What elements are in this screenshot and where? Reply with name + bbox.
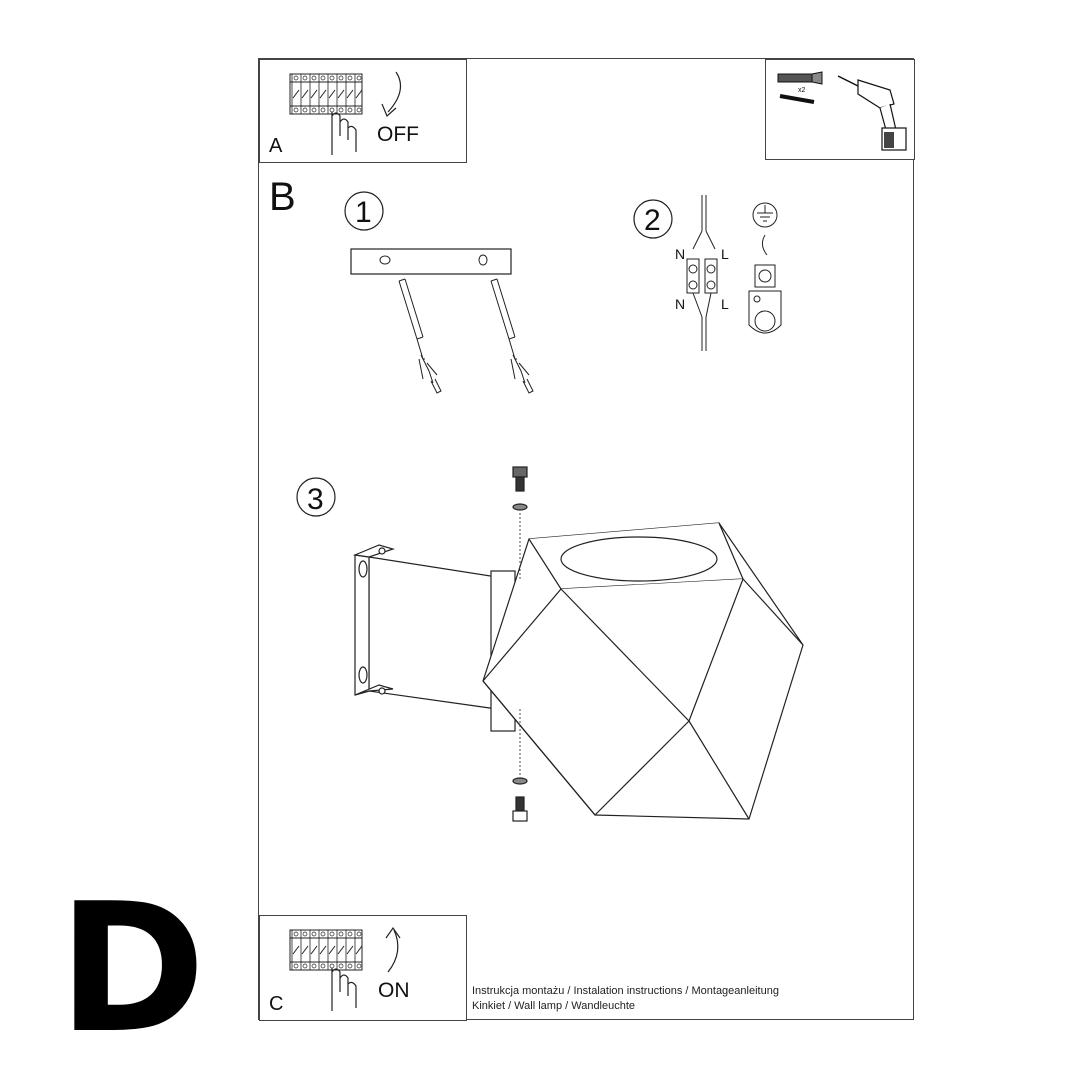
off-caption: OFF bbox=[377, 123, 419, 146]
footer-line-2: Kinkiet / Wall lamp / Wandleuchte bbox=[472, 1000, 636, 1012]
instruction-sheet: A OFF x2 B 1 bbox=[258, 58, 915, 1021]
step-2-wiring-diagram: 2 N L N L bbox=[633, 195, 782, 351]
step-1-number: 1 bbox=[355, 196, 372, 229]
wire-label-n-top: N bbox=[675, 246, 685, 262]
tools-panel: x2 bbox=[765, 59, 915, 160]
footer-line-1: Instrukcja montażu / Instalation instruc… bbox=[472, 985, 779, 997]
panel-c-power-on: C ON Instrukcja montażu / Instalation in… bbox=[259, 915, 779, 1021]
panel-a-power-off: A OFF bbox=[259, 59, 467, 163]
circuit-breaker-off-icon bbox=[289, 71, 402, 155]
step-2-number: 2 bbox=[644, 204, 661, 237]
panel-b-letter: B bbox=[269, 175, 296, 219]
screw-and-anchor-icon: x2 bbox=[777, 71, 823, 104]
step-3-lamp-assembly: 3 bbox=[296, 466, 804, 822]
step-3-number: 3 bbox=[307, 483, 324, 516]
wire-label-n-bottom: N bbox=[675, 296, 685, 312]
on-caption: ON bbox=[378, 979, 410, 1002]
quantity-label: x2 bbox=[798, 87, 806, 94]
panel-a-letter: A bbox=[269, 135, 283, 157]
panel-c-letter: C bbox=[269, 993, 284, 1015]
circuit-breaker-on-icon bbox=[289, 926, 401, 1011]
page-label: D bbox=[58, 865, 206, 1072]
drill-icon bbox=[837, 75, 907, 151]
wire-label-l-top: L bbox=[721, 246, 729, 262]
wire-label-l-bottom: L bbox=[721, 296, 729, 312]
step-1-mounting-plate: 1 bbox=[344, 191, 534, 394]
